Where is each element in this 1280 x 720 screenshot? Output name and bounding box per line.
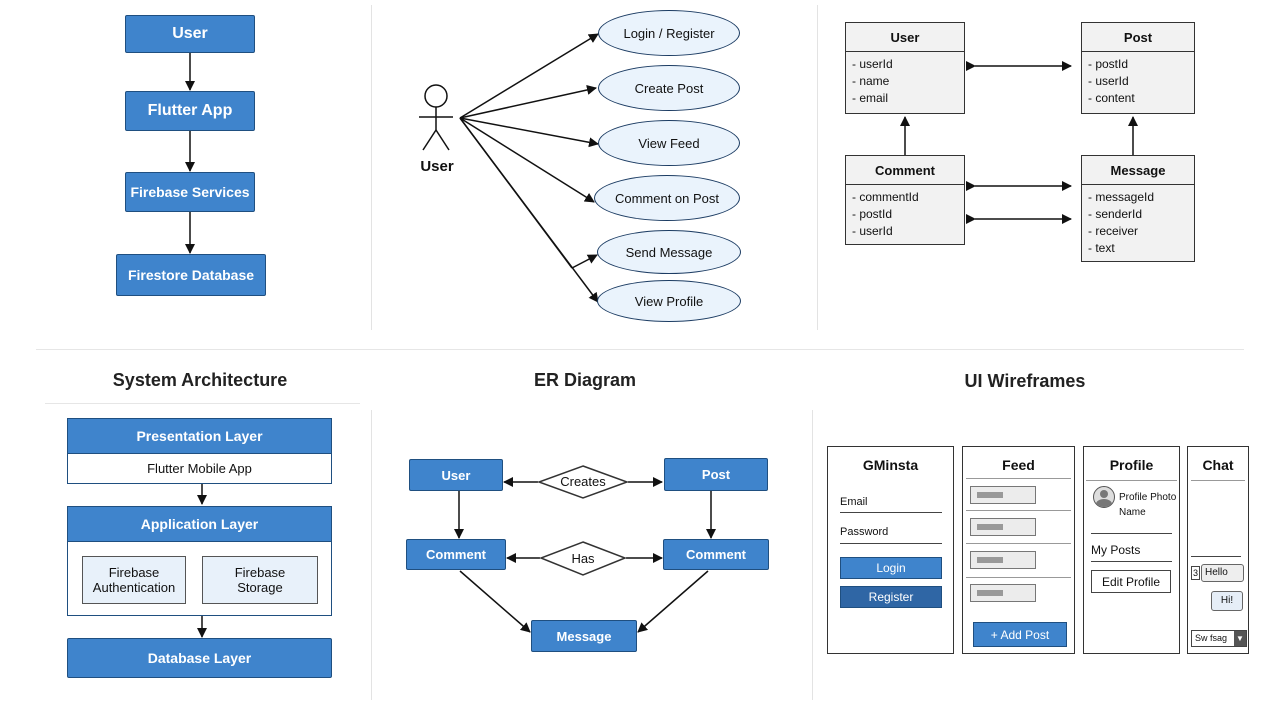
title-er-diagram: ER Diagram — [533, 370, 637, 390]
wireframe-feed-title: Feed — [1002, 457, 1035, 473]
firebase-storage-box: Firebase Storage — [202, 556, 318, 604]
feed-separator — [966, 510, 1071, 511]
usecase-comment-on-post: Comment on Post — [594, 175, 740, 221]
feed-separator — [966, 543, 1071, 544]
class-field: - senderId — [1088, 207, 1143, 221]
class-message-name: Message — [1082, 156, 1194, 185]
class-field: - userId — [1088, 74, 1129, 88]
wireframe-chat: Chat — [1187, 446, 1249, 654]
password-label: Password — [840, 526, 889, 538]
application-layer-title: Application Layer — [68, 507, 331, 542]
chat-message-input[interactable]: Sw fsag — [1191, 630, 1247, 647]
register-button[interactable]: Register — [840, 586, 942, 608]
email-label: Email — [840, 496, 868, 508]
divider-bottom-right — [812, 410, 813, 700]
divider-middle — [36, 349, 1244, 350]
class-comment: Comment - commentId - postId - userId — [845, 155, 965, 245]
divider-top-right — [817, 5, 818, 330]
profile-separator — [1086, 480, 1177, 481]
my-posts-label: My Posts — [1091, 543, 1141, 557]
firebase-authentication-box: Firebase Authentication — [82, 556, 186, 604]
divider-arch-title — [45, 403, 360, 404]
feed-post-placeholder — [970, 584, 1036, 602]
er-user-entity: User — [409, 459, 503, 491]
er-message-entity: Message — [531, 620, 637, 652]
profile-separator — [1091, 533, 1172, 534]
edit-profile-button[interactable]: Edit Profile — [1091, 570, 1171, 593]
class-message: Message - messageId - senderId - receive… — [1081, 155, 1195, 262]
add-post-button[interactable]: + Add Post — [973, 622, 1067, 647]
class-field: - messageId — [1088, 190, 1155, 204]
divider-bottom-left — [371, 410, 372, 700]
email-field-line[interactable] — [840, 512, 942, 513]
feed-separator — [966, 478, 1071, 479]
chat-unread-badge: 3 — [1191, 566, 1200, 580]
storage-line-2: Storage — [237, 580, 283, 595]
class-field: - postId — [852, 207, 893, 221]
profile-name-label: Name — [1119, 507, 1146, 518]
chat-bubble-hello: Hello — [1201, 564, 1244, 582]
class-field: - text — [1088, 241, 1115, 255]
auth-line-1: Firebase — [108, 565, 160, 580]
flow-flutter-app-box: Flutter App — [125, 91, 255, 131]
class-field: - commentId — [852, 190, 919, 204]
profile-separator — [1091, 561, 1172, 562]
actor-label: User — [420, 158, 454, 175]
avatar-icon — [1093, 486, 1115, 508]
class-field: - userId — [852, 57, 893, 71]
usecase-login-register: Login / Register — [598, 10, 740, 56]
wireframe-chat-title: Chat — [1202, 457, 1234, 473]
database-layer: Database Layer — [67, 638, 332, 678]
chat-separator — [1191, 480, 1245, 481]
usecase-create-post: Create Post — [598, 65, 740, 111]
class-field: - userId — [852, 224, 893, 238]
chat-bubble-hi: Hi! — [1211, 591, 1243, 611]
er-comment-entity-right: Comment — [663, 539, 769, 570]
wireframe-login: GMinsta — [827, 446, 954, 654]
feed-post-placeholder — [970, 518, 1036, 536]
feed-post-placeholder — [970, 486, 1036, 504]
divider-top-left — [371, 5, 372, 330]
class-field: - content — [1088, 91, 1135, 105]
presentation-layer: Presentation Layer Flutter Mobile App — [67, 418, 332, 484]
er-post-entity: Post — [664, 458, 768, 491]
login-button[interactable]: Login — [840, 557, 942, 579]
class-post: Post - postId - userId - content — [1081, 22, 1195, 114]
flow-firebase-services-box: Firebase Services — [125, 172, 255, 212]
class-user-name: User — [846, 23, 964, 52]
title-system-architecture: System Architecture — [112, 370, 288, 390]
flutter-mobile-app-label: Flutter Mobile App — [147, 461, 252, 476]
class-field: - postId — [1088, 57, 1129, 71]
usecase-view-profile: View Profile — [597, 280, 741, 322]
class-field: - name — [852, 74, 890, 88]
wireframe-feed: Feed — [962, 446, 1075, 654]
class-post-name: Post — [1082, 23, 1194, 52]
profile-photo-label: Profile Photo — [1119, 492, 1177, 503]
presentation-layer-title: Presentation Layer — [68, 419, 331, 454]
feed-post-placeholder — [970, 551, 1036, 569]
er-creates-relation: Creates — [560, 474, 606, 489]
class-comment-name: Comment — [846, 156, 964, 185]
class-field: - email — [852, 91, 889, 105]
er-comment-entity-left: Comment — [406, 539, 506, 570]
wireframe-login-title: GMinsta — [862, 457, 919, 473]
wireframe-profile-title: Profile — [1109, 457, 1154, 473]
feed-separator — [966, 577, 1071, 578]
auth-line-2: Authentication — [92, 580, 176, 595]
usecase-send-message: Send Message — [597, 230, 741, 274]
chat-separator — [1191, 556, 1241, 557]
storage-line-1: Firebase — [234, 565, 286, 580]
er-has-relation: Has — [571, 551, 595, 566]
flow-firestore-database-box: Firestore Database — [116, 254, 266, 296]
chevron-down-icon[interactable]: ▼ — [1234, 631, 1246, 646]
class-user: User - userId - name - email — [845, 22, 965, 114]
password-field-line[interactable] — [840, 543, 942, 544]
actor-stick-figure — [419, 84, 453, 151]
title-ui-wireframes: UI Wireframes — [964, 371, 1086, 391]
flow-user-box: User — [125, 15, 255, 53]
class-field: - receiver — [1088, 224, 1139, 238]
usecase-view-feed: View Feed — [598, 120, 740, 166]
